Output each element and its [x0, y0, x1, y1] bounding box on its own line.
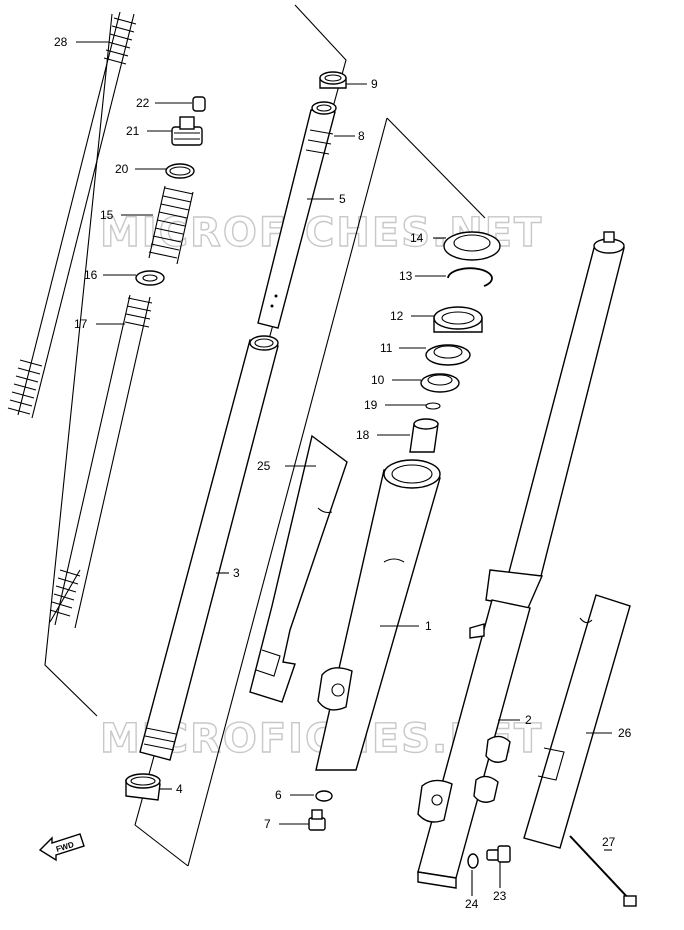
callout-12: 12: [390, 309, 404, 323]
callout-25: 25: [257, 459, 271, 473]
drain-washer: [315, 790, 333, 802]
callout-labels: 28 22 21 20 15 16 17 9 8 5 25 3 1 4 6 7 …: [54, 35, 632, 911]
callout-22: 22: [136, 96, 150, 110]
cap-bolt: [171, 116, 203, 146]
oil-lock-piece: [409, 418, 439, 453]
slide-metal: [425, 344, 471, 366]
spacer-ring: [433, 306, 483, 333]
oil-seal: [443, 231, 501, 261]
fork-guard-left: [249, 434, 348, 703]
fork-guard-right: [523, 594, 631, 849]
callout-20: 20: [115, 162, 129, 176]
damper-rod: [257, 101, 337, 329]
callout-21: 21: [126, 124, 140, 138]
callout-16: 16: [84, 268, 98, 282]
callout-6: 6: [275, 788, 282, 802]
callout-26: 26: [618, 726, 632, 740]
callout-24: 24: [465, 897, 479, 911]
cap: [192, 96, 206, 112]
callout-2: 2: [525, 713, 532, 727]
callout-23: 23: [493, 889, 507, 903]
callout-11: 11: [380, 341, 393, 355]
callout-28: 28: [54, 35, 68, 49]
drain-bolt: [308, 809, 326, 831]
callout-13: 13: [399, 269, 413, 283]
callout-15: 15: [100, 208, 114, 222]
leader-lines: [76, 41, 612, 896]
callout-17: 17: [74, 317, 88, 331]
callout-1: 1: [425, 619, 432, 633]
callout-27: 27: [602, 835, 616, 849]
callout-10: 10: [371, 373, 385, 387]
fork-spring-long: [7, 11, 137, 623]
spring-short: [148, 185, 194, 265]
fwd-arrow-badge: FWD: [38, 833, 85, 862]
callout-9: 9: [371, 77, 378, 91]
callout-19: 19: [364, 398, 378, 412]
caliper-bolt: [486, 845, 511, 863]
callout-5: 5: [339, 192, 346, 206]
circlip: [447, 267, 493, 287]
washer: [135, 270, 165, 286]
outer-tube-left: [315, 459, 441, 771]
guide-bushing: [420, 373, 460, 393]
small-o-ring: [425, 402, 441, 410]
callout-4: 4: [176, 782, 183, 796]
callout-7: 7: [264, 817, 271, 831]
callout-3: 3: [233, 566, 240, 580]
callout-14: 14: [410, 231, 424, 245]
caliper-washer: [467, 853, 479, 869]
bushing: [125, 773, 161, 801]
o-ring: [165, 163, 195, 179]
seal-ring: [319, 71, 347, 89]
cable-tie: [569, 835, 637, 907]
inner-tube-left: [139, 335, 279, 761]
callout-18: 18: [356, 428, 370, 442]
fork-assembly-right: [417, 231, 625, 889]
fork-spring: [54, 294, 153, 629]
callout-8: 8: [358, 129, 365, 143]
